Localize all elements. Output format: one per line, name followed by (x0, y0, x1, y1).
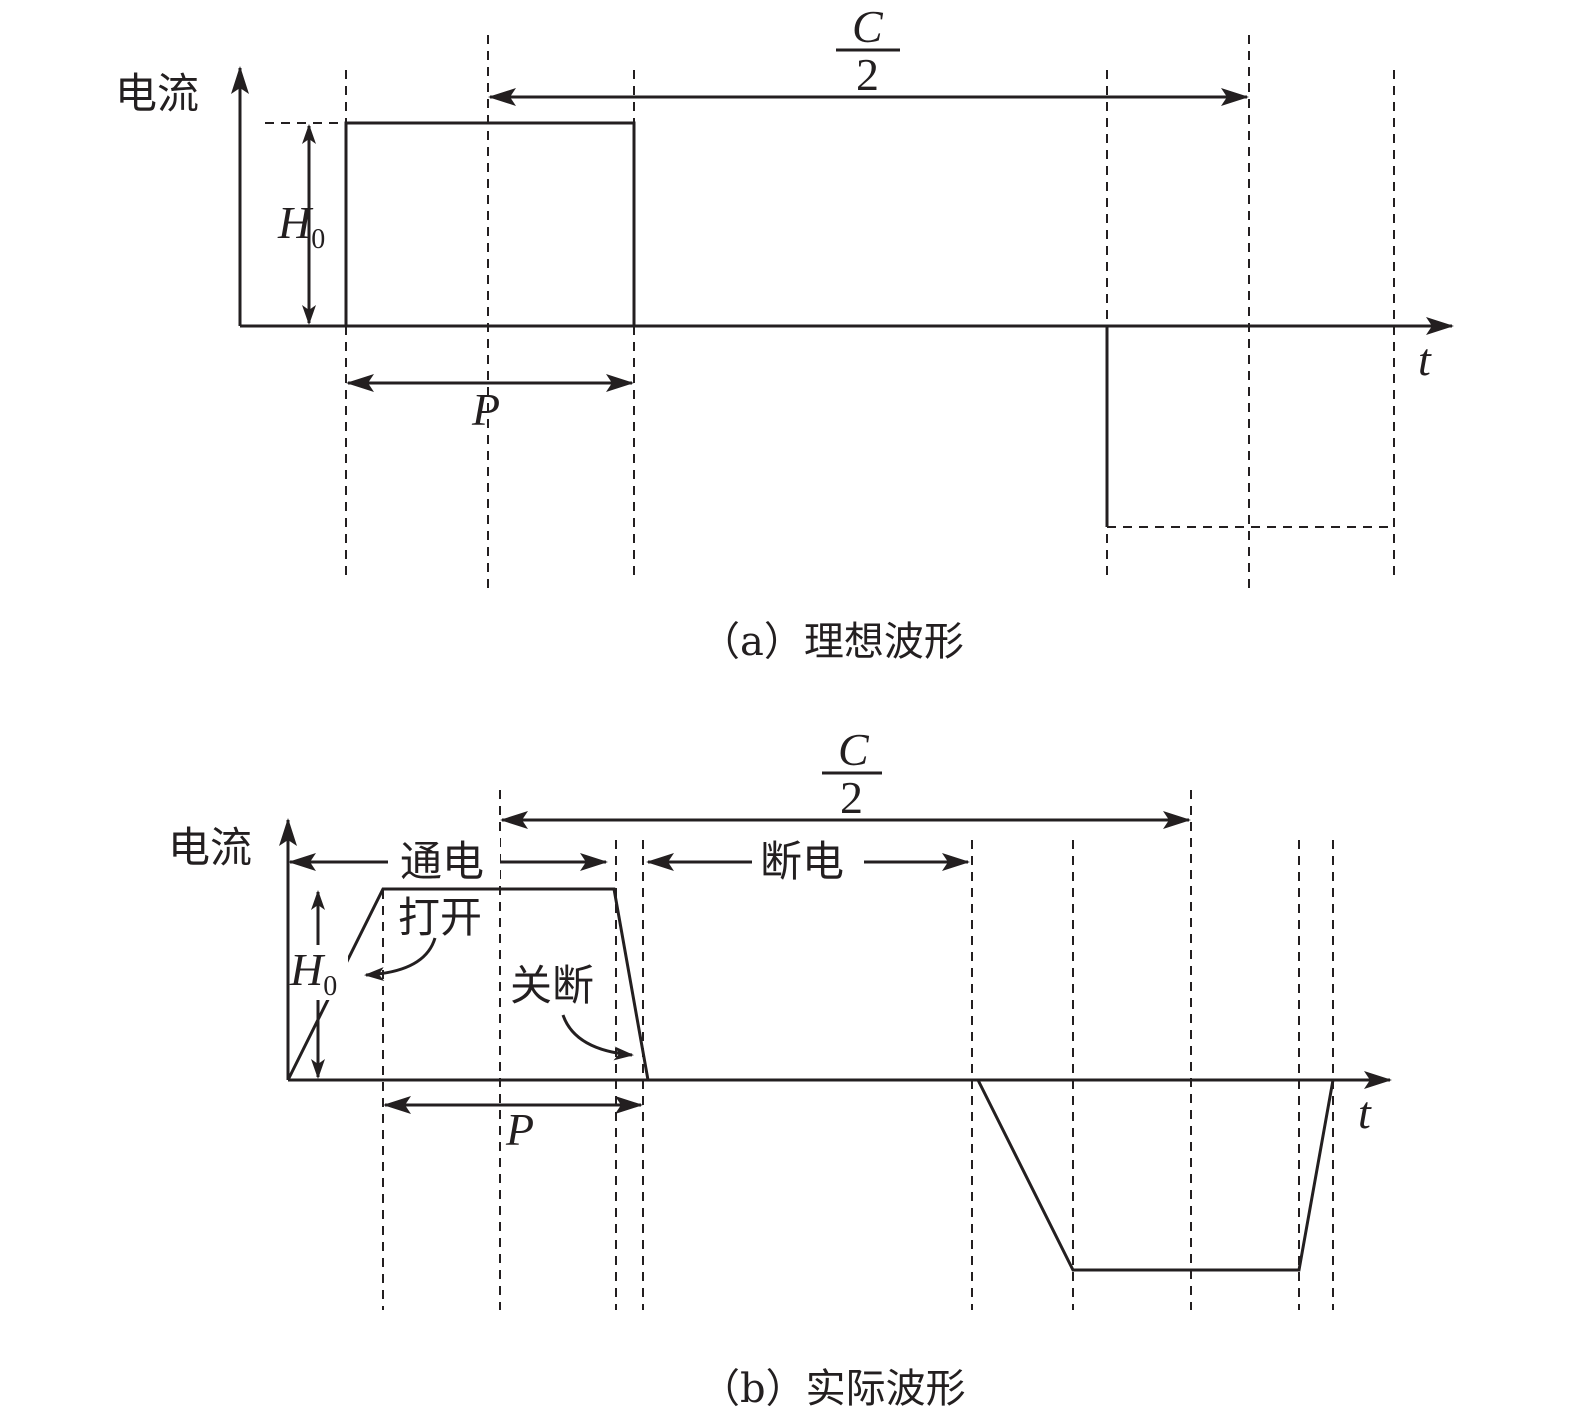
pulse-width-label: P (505, 1104, 534, 1155)
half-period-denominator: 2 (856, 49, 879, 100)
amplitude-label: H0 (289, 944, 337, 1002)
turn-on-curved-arrow (364, 937, 437, 982)
x-axis-label: t (1418, 334, 1432, 385)
turn-on-label: 打开 (398, 893, 482, 942)
half-period-numerator: C (852, 1, 884, 52)
y-axis-label: 电流 (168, 823, 252, 872)
turn-off-curved-arrow (561, 1014, 634, 1061)
positive-pulse (344, 121, 636, 326)
guide-lines (265, 35, 1395, 590)
ideal-waveform-panel: 电流 t H0 P C 2 （a）理想波形 (115, 1, 1454, 665)
negative-trapezoid-pulse (976, 1079, 1335, 1272)
turn-off-label: 关断 (510, 961, 594, 1010)
half-period-denominator: 2 (840, 772, 863, 823)
half-period-numerator: C (838, 724, 870, 775)
caption-a: （a）理想波形 (700, 619, 964, 665)
off-label: 断电 (760, 837, 844, 886)
x-axis-label: t (1358, 1087, 1372, 1138)
y-axis-label: 电流 (115, 69, 199, 118)
on-label: 通电 (400, 837, 484, 886)
amplitude-label: H0 (277, 197, 325, 255)
actual-waveform-panel: 电流 t 通电 断电 C 2 H0 打开 关断 (168, 724, 1392, 1412)
caption-b: （b）实际波形 (700, 1366, 966, 1412)
pulse-width-label: P (471, 384, 500, 435)
